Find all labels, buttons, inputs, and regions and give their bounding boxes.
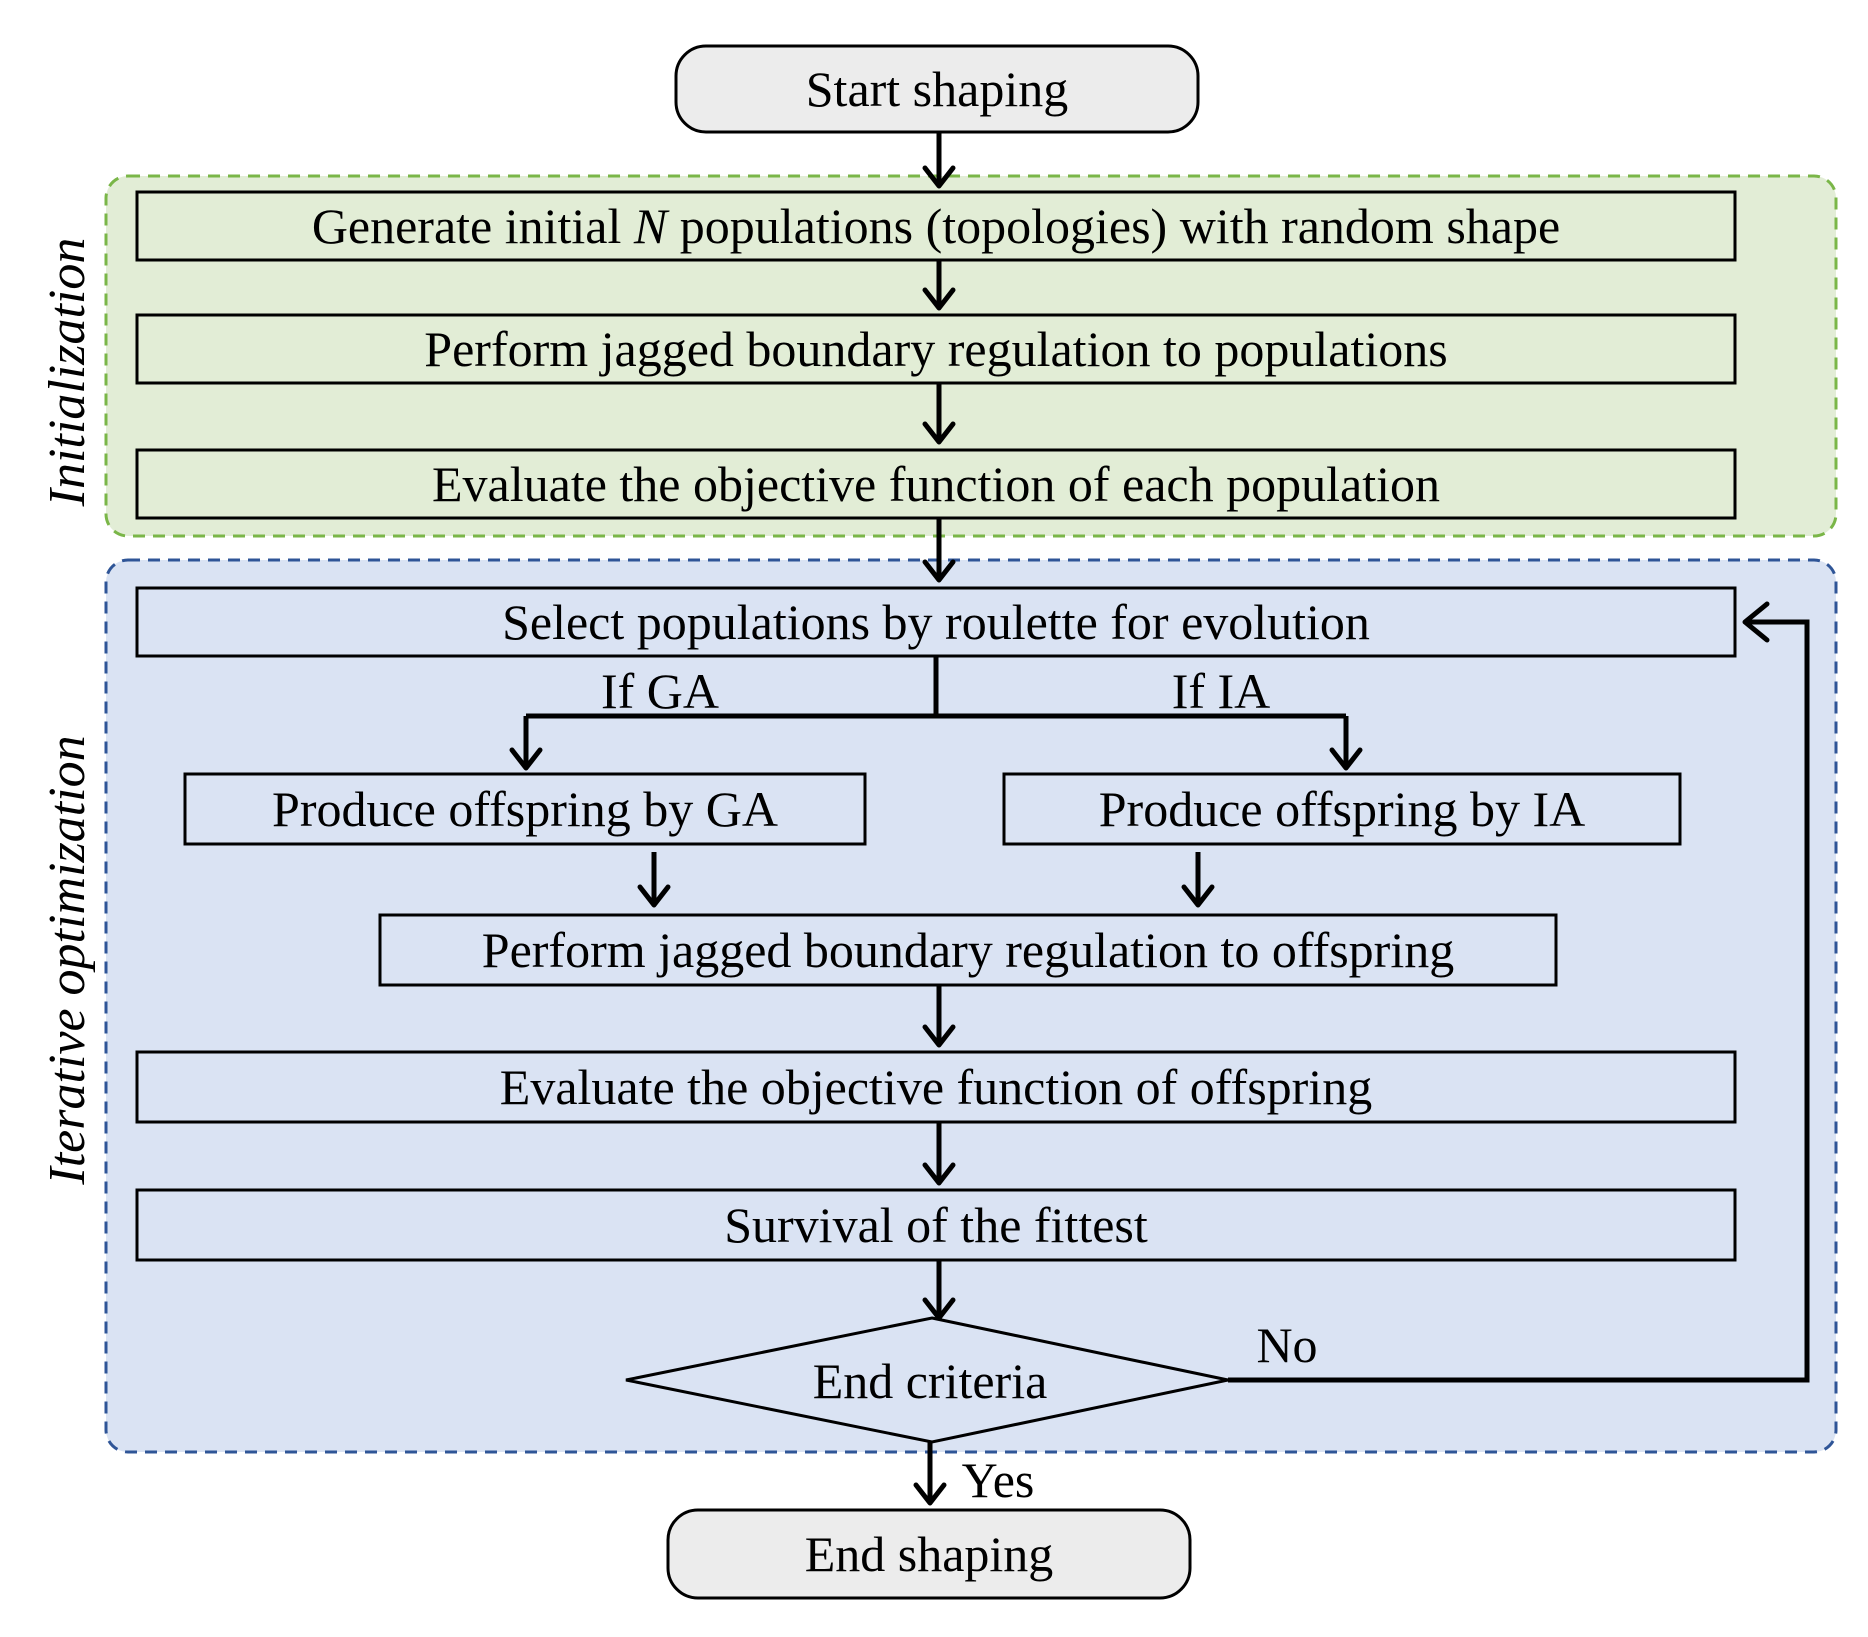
- arrowhead-icon: [922, 287, 956, 311]
- end-terminal: [666, 1508, 1192, 1600]
- evaluate-offspring-label: Evaluate the objective function of offsp…: [500, 1059, 1372, 1115]
- arrowhead-icon: [922, 165, 956, 189]
- connectors: [509, 132, 1810, 1506]
- offspring-ia-label: Produce offspring by IA: [1099, 781, 1586, 837]
- yes-label: Yes: [962, 1452, 1035, 1508]
- arrowhead-icon: [922, 1024, 956, 1048]
- generate-populations-text-post: populations (topologies) with random sha…: [667, 198, 1560, 254]
- iterative-optimization-region: [104, 558, 1838, 1454]
- arrowhead-icon: [922, 559, 956, 583]
- initialization-region: [104, 174, 1838, 538]
- arrowhead-icon: [1181, 884, 1215, 908]
- arrowhead-icon: [922, 421, 956, 445]
- regulate-offspring-box: [378, 913, 1558, 987]
- regulate-offspring-label: Perform jagged boundary regulation to of…: [482, 922, 1454, 978]
- no-label: No: [1256, 1317, 1317, 1373]
- regulate-populations-label: Perform jagged boundary regulation to po…: [424, 321, 1447, 377]
- offspring-ga-label: Produce offspring by GA: [272, 781, 778, 837]
- generate-populations-text-pre: Generate initial: [312, 198, 634, 254]
- initialization-label: Initialization: [39, 238, 96, 508]
- arrowhead-icon: [922, 1162, 956, 1186]
- arrowhead-icon: [922, 1297, 956, 1321]
- iterative-optimization-label: Iterative optimization: [39, 735, 96, 1185]
- arrow-no-loop: [1228, 619, 1810, 1383]
- select-populations-label: Select populations by roulette for evolu…: [502, 594, 1370, 650]
- evaluate-populations-label: Evaluate the objective function of each …: [432, 456, 1440, 512]
- generate-populations-variable: N: [633, 198, 670, 254]
- arrowhead-icon: [637, 884, 671, 908]
- arrowhead-icon: [913, 1482, 947, 1506]
- end-criteria-label: End criteria: [813, 1353, 1048, 1409]
- offspring-ia-box: [1002, 772, 1682, 846]
- generate-populations-label: Generate initial N populations (topologi…: [312, 198, 1560, 254]
- regulate-populations-box: [135, 313, 1737, 385]
- if-ga-label: If GA: [601, 663, 719, 719]
- survival-box: [135, 1188, 1737, 1262]
- survival-label: Survival of the fittest: [724, 1197, 1148, 1253]
- start-terminal-label: Start shaping: [806, 61, 1068, 117]
- end-terminal-label: End shaping: [805, 1526, 1054, 1582]
- arrowhead-icon: [509, 747, 543, 771]
- evaluate-offspring-box: [135, 1050, 1737, 1124]
- if-ia-label: If IA: [1172, 663, 1271, 719]
- generate-populations-box: [135, 190, 1737, 262]
- arrowhead-icon: [1329, 747, 1363, 771]
- arrowhead-icon: [1742, 601, 1770, 643]
- offspring-ga-box: [183, 772, 867, 846]
- evaluate-populations-box: [135, 448, 1737, 520]
